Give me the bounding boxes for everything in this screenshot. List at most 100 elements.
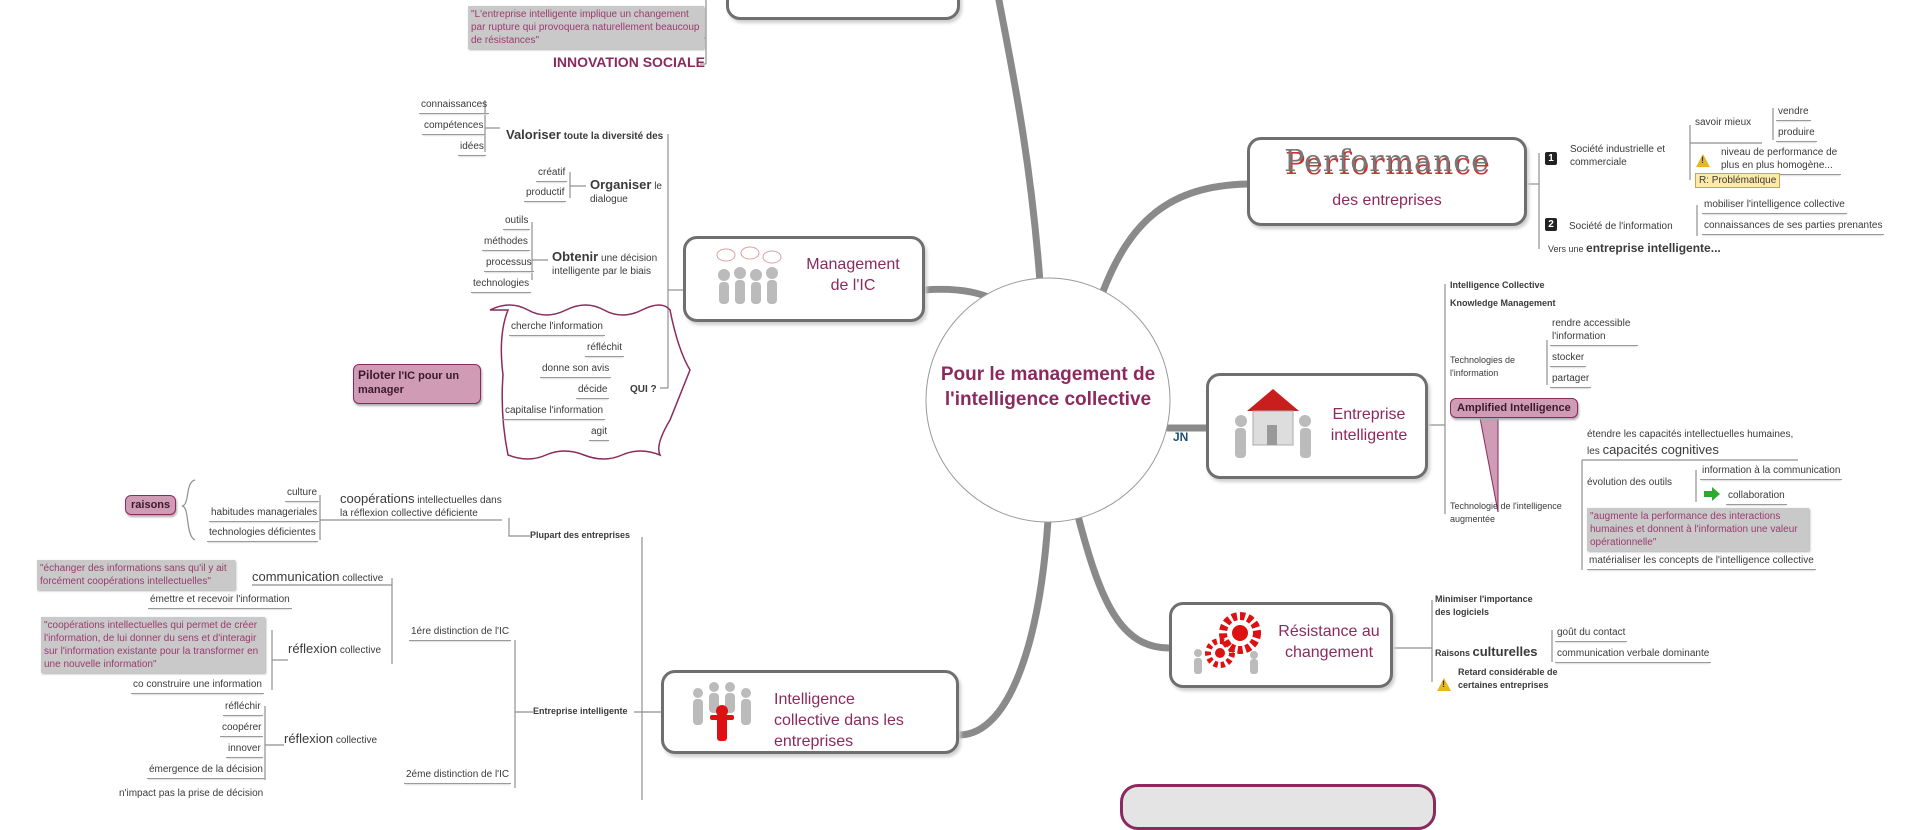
qui-item[interactable]: agit: [589, 425, 610, 441]
organiser-node[interactable]: Organiser le dialogue: [590, 178, 662, 206]
reflexion1-big: réflexion: [288, 641, 338, 656]
niveau-item[interactable]: niveau de performance de plus en plus ho…: [1719, 146, 1841, 175]
organiser-strong: Organiser: [590, 177, 652, 192]
bottom-node-box[interactable]: [1120, 784, 1436, 830]
reflexion2-item[interactable]: coopérer: [220, 721, 264, 737]
warning-icon: [1437, 678, 1451, 691]
technologies-information-node[interactable]: Technologies de l'information: [1450, 355, 1516, 378]
valoriser-strong: Valoriser: [506, 127, 561, 142]
cooperations-node[interactable]: coopérations intellectuelles dans la réf…: [340, 492, 510, 520]
mobiliser-item[interactable]: mobiliser l'intelligence collective: [1702, 198, 1847, 214]
techno-augmentee-node[interactable]: Technologie de l'intelligence augmentée: [1450, 501, 1562, 524]
qui-node[interactable]: QUI ?: [630, 384, 657, 395]
materialiser-item[interactable]: matérialiser les concepts de l'intellige…: [1587, 554, 1816, 570]
valoriser-node[interactable]: Valoriser toute la diversité des: [506, 128, 663, 143]
emettre-item[interactable]: émettre et recevoir l'information: [148, 593, 292, 609]
collaboration-item[interactable]: collaboration: [1726, 489, 1787, 505]
stocker-item[interactable]: stocker: [1550, 351, 1587, 367]
intelligence-collective-title: Intelligence collective dans les entrepr…: [774, 691, 904, 750]
vendre-item[interactable]: vendre: [1776, 105, 1811, 121]
top-node-box[interactable]: [726, 0, 960, 20]
information-communication-item[interactable]: information à la communication: [1700, 464, 1843, 480]
retard-item[interactable]: Retard considérable de certaines entrepr…: [1458, 667, 1558, 690]
raisons-big: culturelles: [1472, 644, 1538, 659]
entreprise-intelligente-node[interactable]: Entreprise intelligente: [533, 706, 628, 716]
entreprise-intelligente-box[interactable]: Entreprise intelligente: [1206, 373, 1428, 479]
item-processus[interactable]: processus: [484, 256, 534, 272]
no-impact-item[interactable]: n'impact pas la prise de décision: [119, 788, 264, 799]
amplified-callout: [1479, 417, 1499, 513]
central-topic[interactable]: Pour le management de l'intelligence col…: [940, 364, 1156, 410]
raison-item[interactable]: habitudes manageriales: [209, 506, 320, 522]
piloter-node[interactable]: Piloter l'IC pour un manager: [353, 364, 481, 404]
performance-node[interactable]: Performance des entreprises: [1247, 137, 1527, 226]
qui-item[interactable]: réfléchit: [585, 341, 625, 357]
vers-big: entreprise intelligente...: [1586, 241, 1721, 255]
management-ic-node[interactable]: Management de l'IC: [683, 236, 925, 322]
problematique-label[interactable]: R: Problématique: [1695, 173, 1781, 188]
gears-icon: [1194, 612, 1261, 674]
item-competences[interactable]: compétences: [422, 119, 486, 135]
qui-item[interactable]: capitalise l'information: [503, 404, 606, 420]
intelligence-collective-item[interactable]: Intelligence Collective: [1450, 280, 1545, 290]
organiser-rest: le dialogue: [590, 181, 662, 205]
item-outils[interactable]: outils: [503, 214, 531, 230]
obtenir-node[interactable]: Obtenir une décision intelligente par le…: [552, 250, 662, 278]
co-construire-item[interactable]: co construire une information: [131, 678, 264, 694]
item-idees[interactable]: idées: [458, 140, 486, 156]
innovation-sociale[interactable]: INNOVATION SOCIALE: [553, 54, 705, 70]
branch-performance: [1098, 180, 1251, 298]
minimiser-item[interactable]: Minimiser l'importance des logiciels: [1435, 594, 1533, 617]
raisons-culturelles-node[interactable]: Raisons culturelles: [1435, 645, 1538, 660]
augmente-quote: "augmente la performance des interaction…: [1587, 508, 1809, 551]
cooperations-quote: "coopérations intellectuelles qui permet…: [41, 617, 265, 673]
reflexion2-node[interactable]: réflexion collective: [284, 732, 377, 747]
communication-big: communication: [252, 569, 340, 584]
distinction1-node[interactable]: 1ére distinction de l'IC: [409, 625, 512, 641]
communication-verbale-item[interactable]: communication verbale dominante: [1555, 647, 1712, 663]
etendre-item[interactable]: étendre les capacités intellectuelles hu…: [1587, 427, 1793, 459]
green-arrow-icon: [1704, 487, 1720, 501]
reflexion1-node[interactable]: réflexion collective: [288, 642, 381, 657]
distinction2-node[interactable]: 2éme distinction de l'IC: [404, 768, 512, 784]
item-methodes[interactable]: méthodes: [482, 235, 530, 251]
produire-item[interactable]: produire: [1776, 126, 1817, 142]
societe-information-node[interactable]: Société de l'information: [1569, 221, 1673, 232]
communication-node[interactable]: communication collective: [252, 570, 383, 585]
raison-item[interactable]: technologies déficientes: [207, 526, 318, 542]
item-productif[interactable]: productif: [524, 186, 567, 202]
management-ic-title: Management de l'IC: [806, 256, 900, 294]
performance-subtitle: des entreprises: [1332, 192, 1442, 209]
amplified-intelligence-callout[interactable]: Amplified Intelligence: [1450, 398, 1578, 418]
reflexion2-item[interactable]: réfléchir: [223, 700, 263, 716]
qui-item[interactable]: donne son avis: [540, 362, 612, 378]
parties-prenantes-item[interactable]: connaissances de ses parties prenantes: [1702, 219, 1885, 235]
item-creatif[interactable]: créatif: [536, 166, 568, 182]
rupture-quote: "L'entreprise intelligente implique un c…: [468, 6, 704, 49]
gout-contact-item[interactable]: goût du contact: [1555, 626, 1628, 642]
plupart-node[interactable]: Plupart des entreprises: [530, 530, 631, 540]
qui-item[interactable]: cherche l'information: [509, 320, 605, 336]
item-technologies[interactable]: technologies: [471, 277, 532, 293]
savoir-mieux-node[interactable]: savoir mieux: [1695, 117, 1752, 128]
raisons-node[interactable]: raisons: [125, 495, 177, 515]
piloter-strong: Piloter: [358, 368, 396, 382]
knowledge-management-item[interactable]: Knowledge Management: [1450, 298, 1556, 308]
cooperations-rest: intellectuelles dans la réflexion collec…: [340, 495, 502, 519]
reflexion2-item[interactable]: émergence de la décision: [147, 763, 265, 779]
qui-item[interactable]: décide: [576, 383, 610, 399]
societe-industrielle-node[interactable]: Société industrielle et commerciale: [1570, 144, 1666, 168]
item-connaissances[interactable]: connaissances: [419, 98, 490, 114]
resistance-node[interactable]: Résistance au changement: [1169, 602, 1393, 688]
partager-item[interactable]: partager: [1550, 372, 1592, 388]
etendre-big: capacités cognitives: [1602, 442, 1719, 457]
raison-item[interactable]: culture: [285, 486, 320, 502]
rendre-accessible-item[interactable]: rendre accessible l'information: [1550, 317, 1638, 346]
reflexion2-item[interactable]: innover: [226, 742, 263, 758]
vers-entreprise-node[interactable]: Vers une entreprise intelligente...: [1548, 242, 1721, 256]
people-speech-icon: [716, 246, 782, 304]
evolution-outils-node[interactable]: évolution des outils: [1587, 477, 1673, 488]
branch-resistance: [1074, 512, 1173, 652]
intelligence-collective-node[interactable]: Intelligence collective dans les entrepr…: [661, 670, 959, 754]
cooperations-big: coopérations: [340, 491, 415, 506]
